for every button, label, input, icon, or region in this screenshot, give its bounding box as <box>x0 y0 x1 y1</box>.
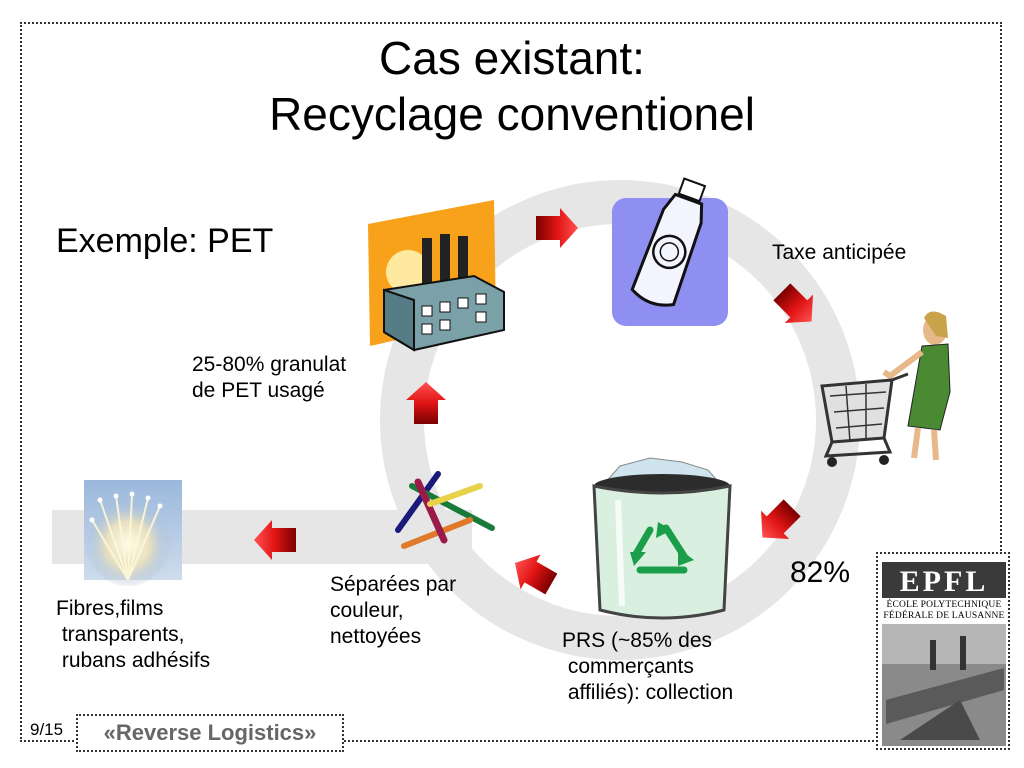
epfl-logo-box <box>876 552 1010 750</box>
arrow-down-right-1 <box>773 283 813 323</box>
recycle-bin-icon <box>592 457 732 620</box>
footer-box: «Reverse Logistics» <box>76 714 344 752</box>
arrow-left-bottom <box>254 520 296 560</box>
label-prs: PRS (~85% des commerçants affiliés): col… <box>562 629 734 704</box>
label-separees: Séparées par couleur, nettoyées <box>330 573 457 648</box>
sticks-icon <box>395 471 495 549</box>
arrow-down-left-1 <box>761 499 801 539</box>
slide-title: Cas existant: Recyclage conventionel <box>0 30 1024 142</box>
label-fibres: Fibres,films transparents, rubans adhési… <box>56 597 211 672</box>
shopper-cart-icon <box>820 311 951 467</box>
fiber-optic-icon <box>84 480 182 586</box>
arrow-up <box>406 382 446 424</box>
label-taxe: Taxe anticipée <box>772 241 907 264</box>
epfl-line-1: ÉCOLE POLYTECHNIQUE <box>886 600 1002 610</box>
arrow-right-top <box>536 208 578 248</box>
factory-icon <box>368 200 505 352</box>
label-percentage: 82% <box>790 556 851 589</box>
slide-frame <box>20 22 1002 742</box>
example-label: Exemple: PET <box>56 222 274 260</box>
bottle-icon <box>612 177 728 326</box>
epfl-logo-text: ÉCOLE POLYTECHNIQUE FÉDÉRALE DE LAUSANNE <box>882 600 1006 622</box>
epfl-line-2: FÉDÉRALE DE LAUSANNE <box>883 611 1005 621</box>
label-granulat: 25-80% granulat de PET usagé <box>192 353 347 402</box>
arrow-up-left <box>514 554 558 595</box>
footer-title: «Reverse Logistics» <box>103 720 317 745</box>
title-line-1: Cas existant: <box>379 32 645 84</box>
title-line-2: Recyclage conventionel <box>269 88 755 140</box>
page-number: 9/15 <box>30 720 64 739</box>
